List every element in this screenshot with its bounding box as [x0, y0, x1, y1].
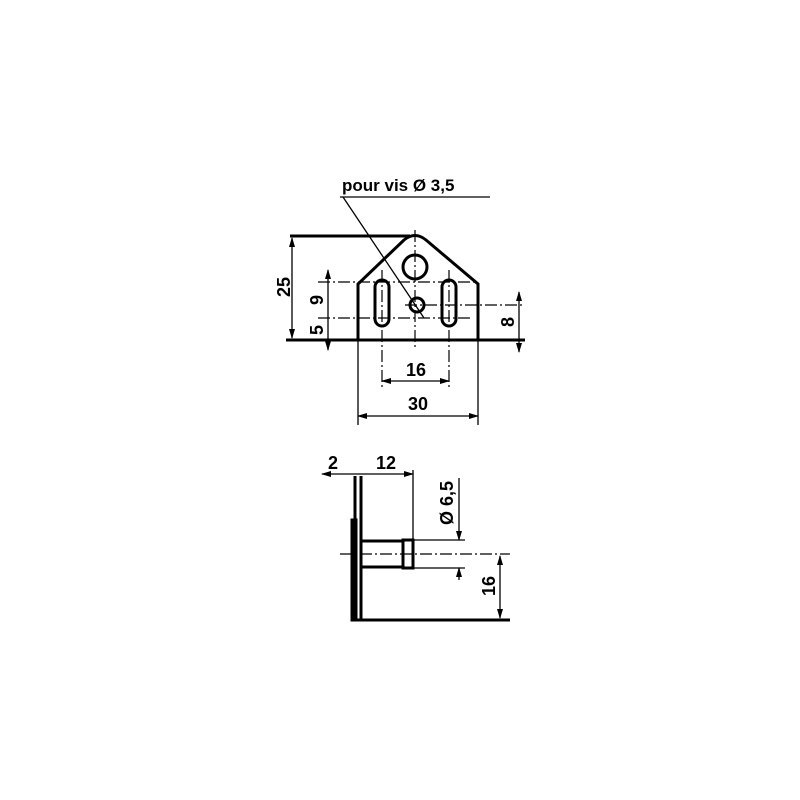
top-view: 25 9 5 8 16 30 pour vis Ø 3,5 [274, 176, 525, 425]
dim-16-label: 16 [406, 360, 426, 380]
screw-note: pour vis Ø 3,5 [342, 176, 454, 195]
dim-9-label: 9 [307, 295, 327, 305]
dim-30-label: 30 [408, 394, 428, 414]
plate-boss [350, 518, 358, 622]
leader-line [342, 196, 425, 319]
side-view: 2 12 Ø 6,5 16 [321, 453, 510, 622]
dim-12-label: 12 [376, 453, 396, 473]
dim-8-label: 8 [498, 317, 518, 327]
dim-5-label: 5 [307, 325, 327, 335]
dim-2-label: 2 [328, 453, 338, 473]
dim-16-side-label: 16 [479, 576, 499, 596]
plate-outline [356, 234, 480, 342]
dim-diameter-label: Ø 6,5 [437, 481, 457, 525]
dim-25-label: 25 [274, 277, 294, 297]
